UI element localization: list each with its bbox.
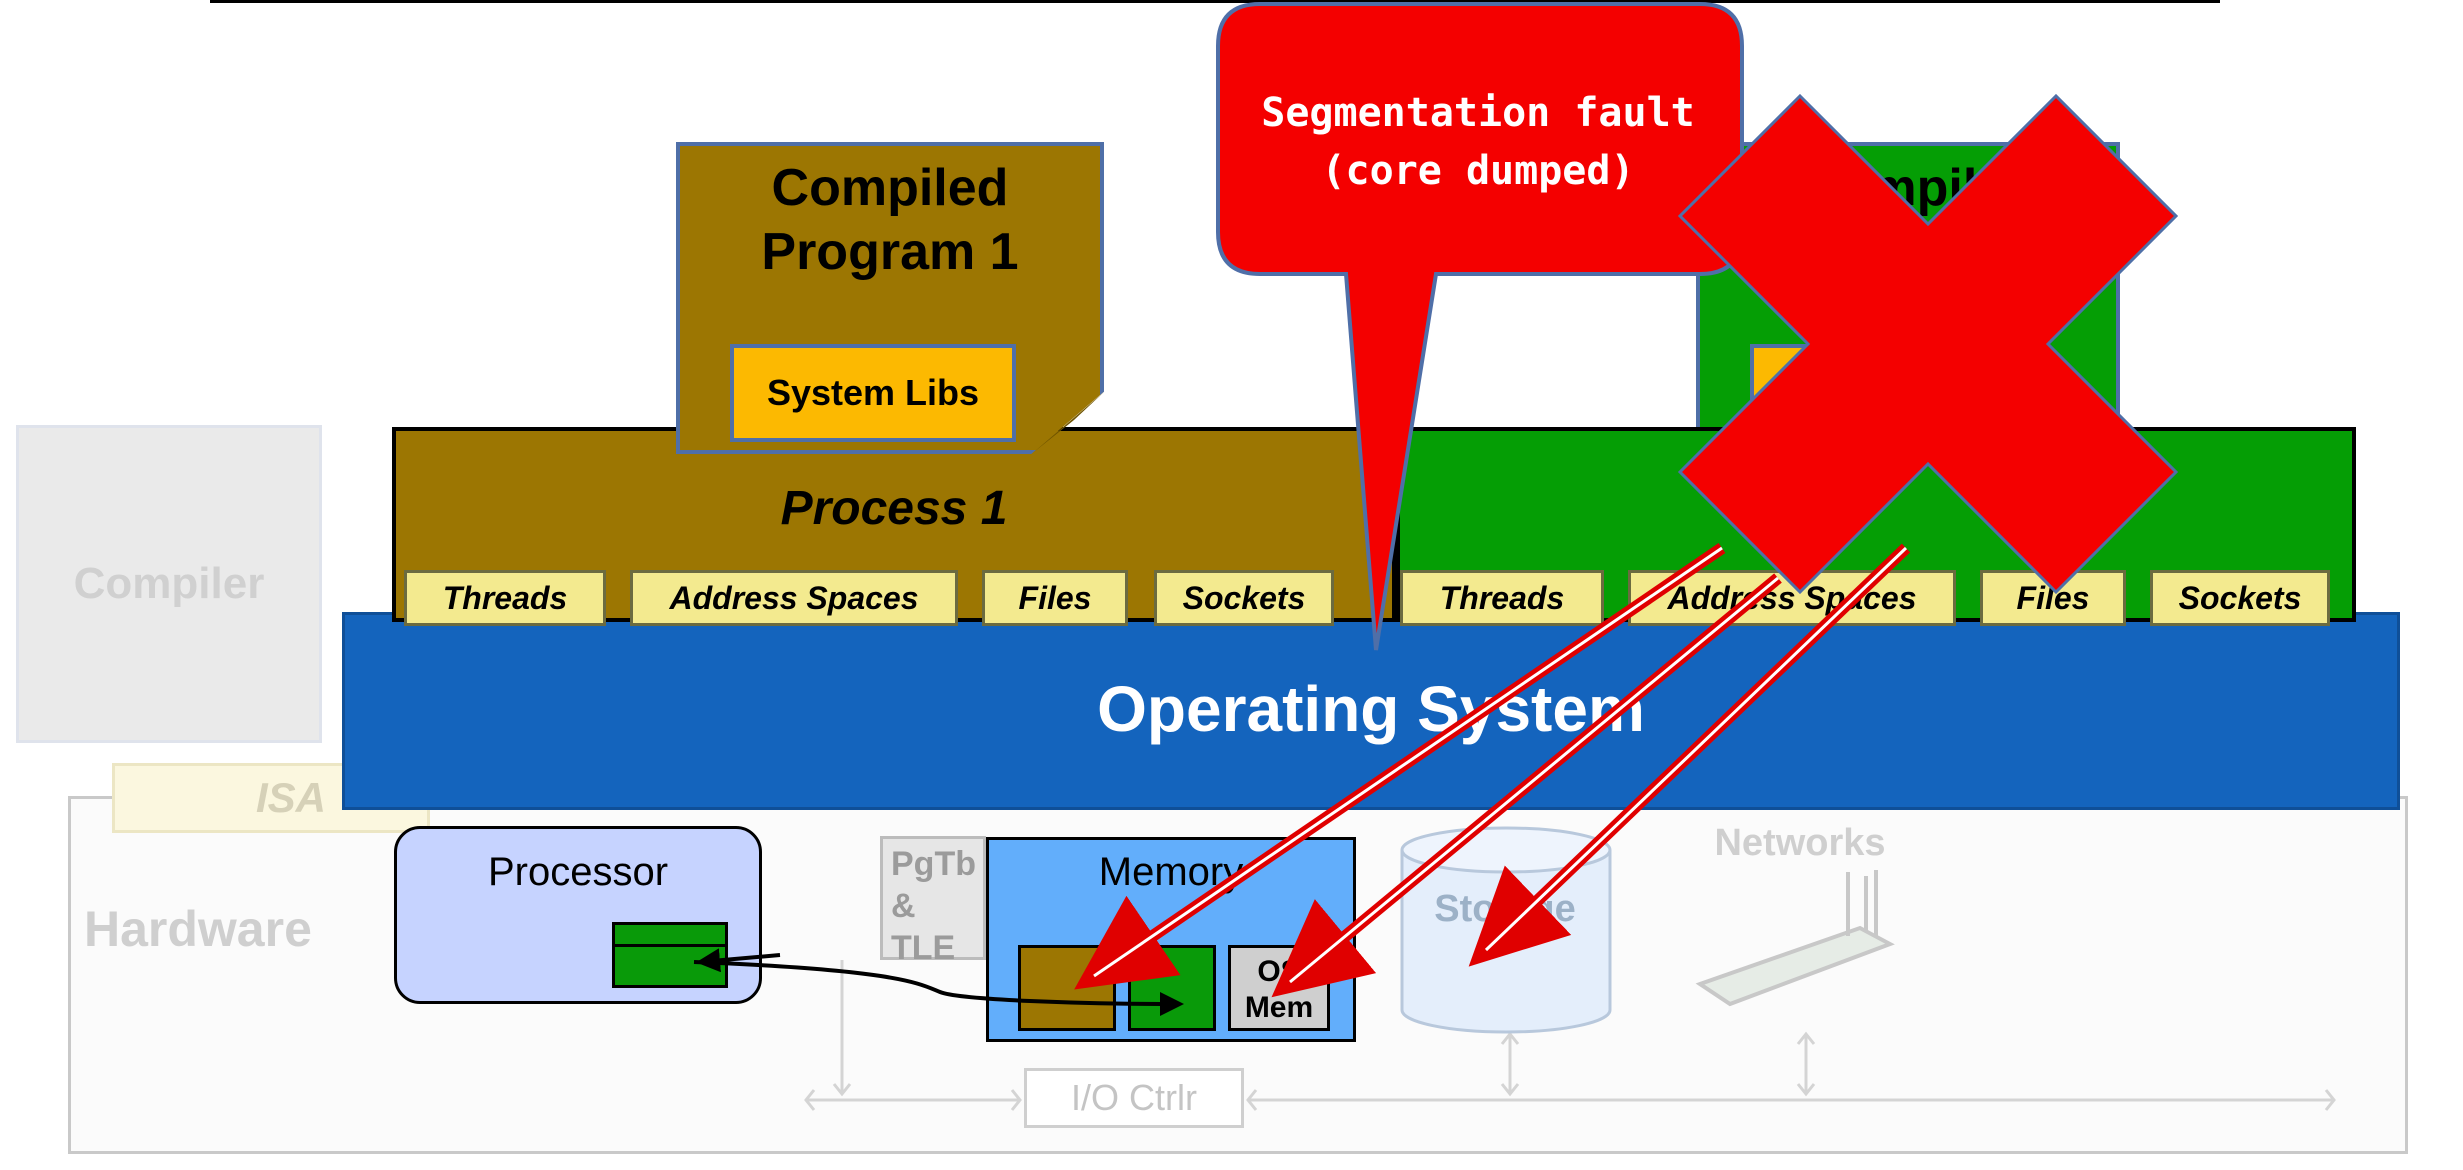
process-1-threads: Threads bbox=[404, 570, 606, 626]
process-1-sockets: Sockets bbox=[1154, 570, 1334, 626]
operating-system-bar bbox=[342, 612, 2400, 810]
network-card-icon bbox=[1695, 870, 1895, 1007]
compiler-box: Compiler bbox=[16, 425, 322, 743]
pgtbl-tlb-box: PgTb & TLE bbox=[880, 836, 986, 967]
register-memory-arrow bbox=[693, 960, 1184, 1016]
big-red-x-icon bbox=[1677, 93, 2179, 595]
register-divider bbox=[612, 944, 728, 947]
pgtbl-line1: PgTb bbox=[891, 845, 976, 883]
processor-label: Processor bbox=[487, 850, 669, 894]
pgtbl-line2: & TLE bbox=[891, 887, 956, 967]
error-line1: Segmentation fault bbox=[1261, 90, 1695, 136]
io-controller: I/O Ctrlr bbox=[1024, 1068, 1244, 1128]
operating-system-label: Operating System bbox=[1097, 673, 1645, 745]
process-1-address-spaces: Address Spaces bbox=[630, 570, 958, 626]
compiled-program-1-title-line1: Compiled bbox=[771, 159, 1009, 217]
process-2-threads: Threads bbox=[1400, 570, 1604, 626]
compiled-program-1-title: Compiled Program 1 bbox=[676, 156, 1104, 284]
error-bubble-text: Segmentation fault (core dumped) bbox=[1218, 84, 1738, 200]
hardware-label: Hardware bbox=[84, 901, 312, 957]
compiled-program-1-title-line2: Program 1 bbox=[761, 223, 1019, 281]
networks-label: Networks bbox=[1714, 822, 1886, 864]
error-line2: (core dumped) bbox=[1321, 148, 1635, 194]
process-1-label: Process 1 bbox=[780, 482, 1008, 535]
title-rule bbox=[210, 0, 2220, 3]
process-2-sockets: Sockets bbox=[2150, 570, 2330, 626]
error-bubble bbox=[1216, 2, 1744, 651]
system-libs-1: System Libs bbox=[730, 344, 1016, 442]
process-1-files: Files bbox=[982, 570, 1128, 626]
invalid-access-arrows bbox=[1074, 543, 1911, 998]
